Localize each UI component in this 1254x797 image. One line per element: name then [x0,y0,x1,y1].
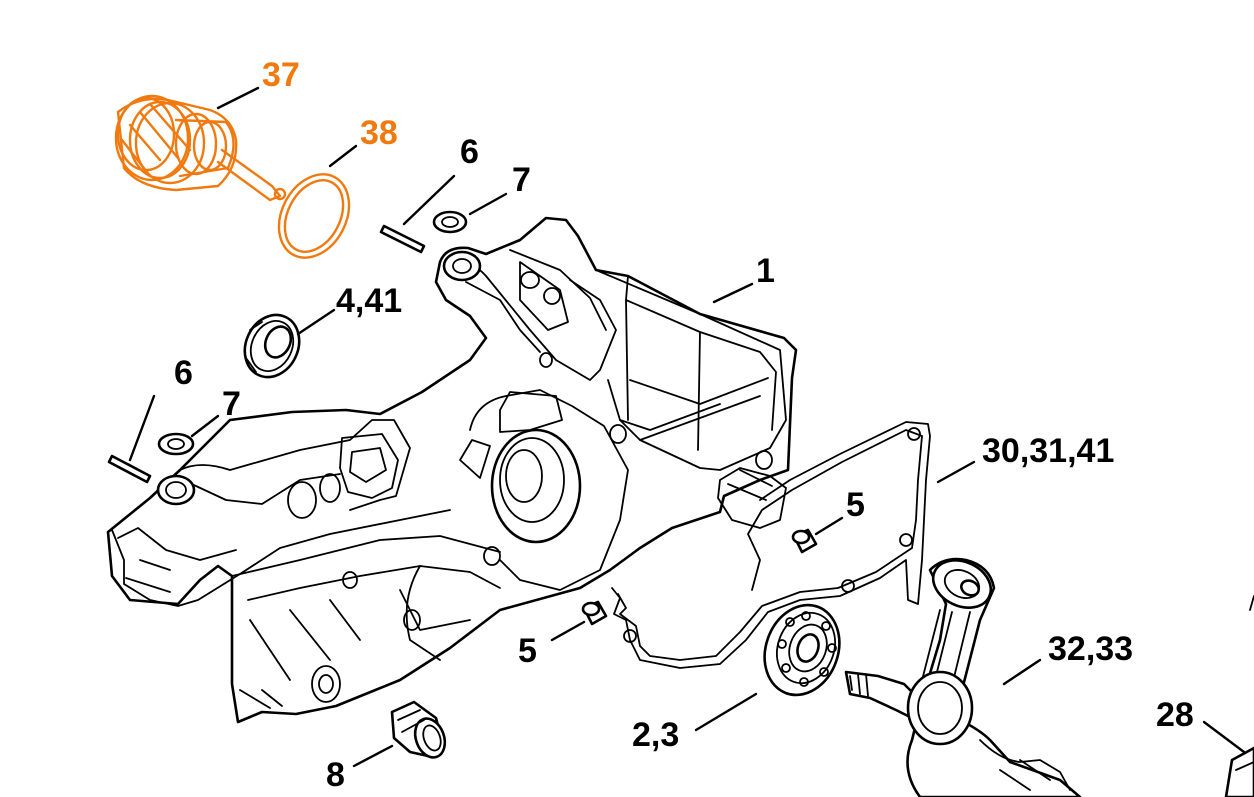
leader-37 [216,86,260,110]
callout-6-left: 6 [174,354,193,392]
leader-5-bottom [550,620,586,642]
callout-5-right: 5 [846,486,865,524]
crankcase-part[interactable] [106,216,798,724]
callout-32-33: 32,33 [1048,630,1133,668]
leader-5-right [814,516,844,536]
callout-6-top: 6 [460,133,479,171]
washer-part-left[interactable] [157,432,195,456]
partial-part-right-edge[interactable] [1224,595,1254,797]
leader-28 [1202,720,1246,754]
plug-part[interactable] [390,700,450,762]
callout-7-top: 7 [512,161,531,199]
leader-8 [352,744,394,768]
oil-seal-part[interactable] [235,306,309,386]
leader-38 [328,144,358,168]
callout-7-left: 7 [222,385,241,423]
leader-2-3 [694,692,758,732]
callout-38: 38 [360,114,398,152]
callout-28: 28 [1156,696,1194,734]
leader-6-top [402,174,456,226]
leader-7-top [468,192,508,216]
sleeve-part-bottom[interactable] [581,600,608,626]
callout-30-31-41: 30,31,41 [982,432,1114,470]
leader-1 [712,282,754,304]
oil-pump-part[interactable] [114,94,287,202]
sleeve-part-right[interactable] [791,528,818,554]
callout-37: 37 [262,56,300,94]
ball-bearing-part[interactable] [752,594,851,705]
pin-part-top[interactable] [379,224,426,254]
crankshaft-part[interactable] [844,551,1082,797]
o-ring-part[interactable] [265,162,363,270]
leader-6-left [128,394,156,462]
leader-4-41 [296,308,336,336]
callout-1: 1 [756,252,775,290]
callout-4-41: 4,41 [336,282,402,320]
callout-8: 8 [326,756,345,794]
leader-7-left [190,414,220,438]
pin-part-left[interactable] [107,454,152,484]
callout-2-3: 2,3 [632,716,679,754]
leader-32-33 [1002,658,1042,686]
leader-30-31-41 [936,460,976,484]
gasket-part[interactable] [611,421,931,669]
washer-part-top[interactable] [432,210,468,234]
callout-5-bottom: 5 [518,632,537,670]
